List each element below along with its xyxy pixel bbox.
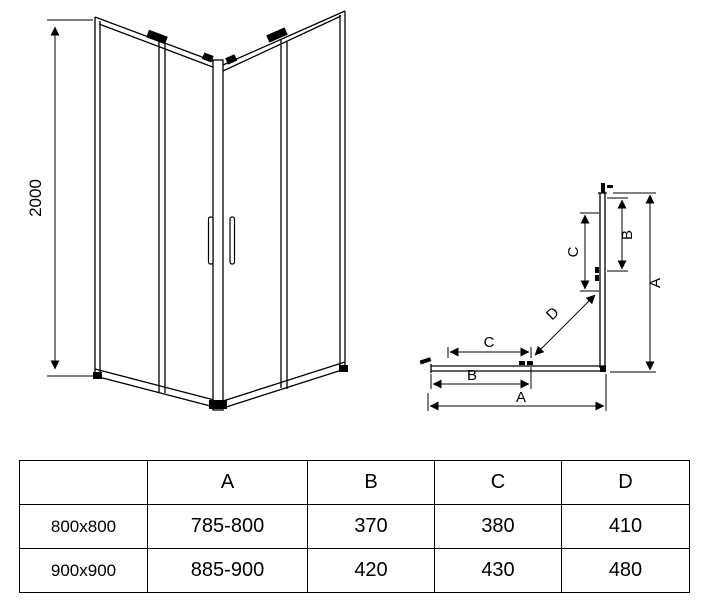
height-dimension: 2000 <box>26 19 93 377</box>
dim-label-c-vertical: C <box>565 246 582 257</box>
plan-walls <box>419 183 613 373</box>
header-a: A <box>147 460 308 505</box>
table-row: 800x800 785-800 370 380 410 <box>19 504 690 549</box>
cell-d: 410 <box>561 504 690 549</box>
cell-a: 885-900 <box>147 548 308 593</box>
cell-c: 380 <box>434 504 562 549</box>
header-c: C <box>434 460 562 505</box>
height-dimension-label: 2000 <box>26 179 45 217</box>
cell-size: 900x900 <box>19 548 148 593</box>
cell-a: 785-800 <box>147 504 308 549</box>
roller-brackets <box>146 27 288 65</box>
cell-b: 420 <box>307 548 435 593</box>
table-header-row: A B C D <box>19 460 690 505</box>
enclosure-frame <box>94 10 346 411</box>
plan-view-drawing: C B A C <box>419 183 664 411</box>
plan-vertical-dimensions: C B A <box>565 192 664 373</box>
header-size <box>19 460 148 505</box>
cell-size: 800x800 <box>19 504 148 549</box>
door-handles <box>207 216 236 265</box>
dim-label-a-vertical: A <box>647 278 664 288</box>
cell-d: 480 <box>561 548 690 593</box>
dim-label-a-horizontal: A <box>516 389 526 406</box>
dim-label-b-horizontal: B <box>467 367 477 384</box>
header-b: B <box>307 460 435 505</box>
corner-post <box>212 59 224 411</box>
cell-c: 430 <box>434 548 562 593</box>
plan-horizontal-dimensions: C B A <box>427 334 607 411</box>
bottom-guides <box>93 365 348 409</box>
header-d: D <box>561 460 690 505</box>
front-view-drawing: 2000 <box>26 10 348 411</box>
plan-diagonal-dimension: D <box>534 294 596 356</box>
cell-b: 370 <box>307 504 435 549</box>
dim-label-d: D <box>543 304 563 324</box>
dim-label-c-horizontal: C <box>484 334 495 351</box>
table-row: 900x900 885-900 420 430 480 <box>19 548 690 593</box>
shower-enclosure-drawings: 2000 <box>26 10 664 411</box>
dimensions-table: A B C D 800x800 785-800 370 380 410 900x… <box>19 460 690 593</box>
dim-label-b-vertical: B <box>619 230 636 240</box>
